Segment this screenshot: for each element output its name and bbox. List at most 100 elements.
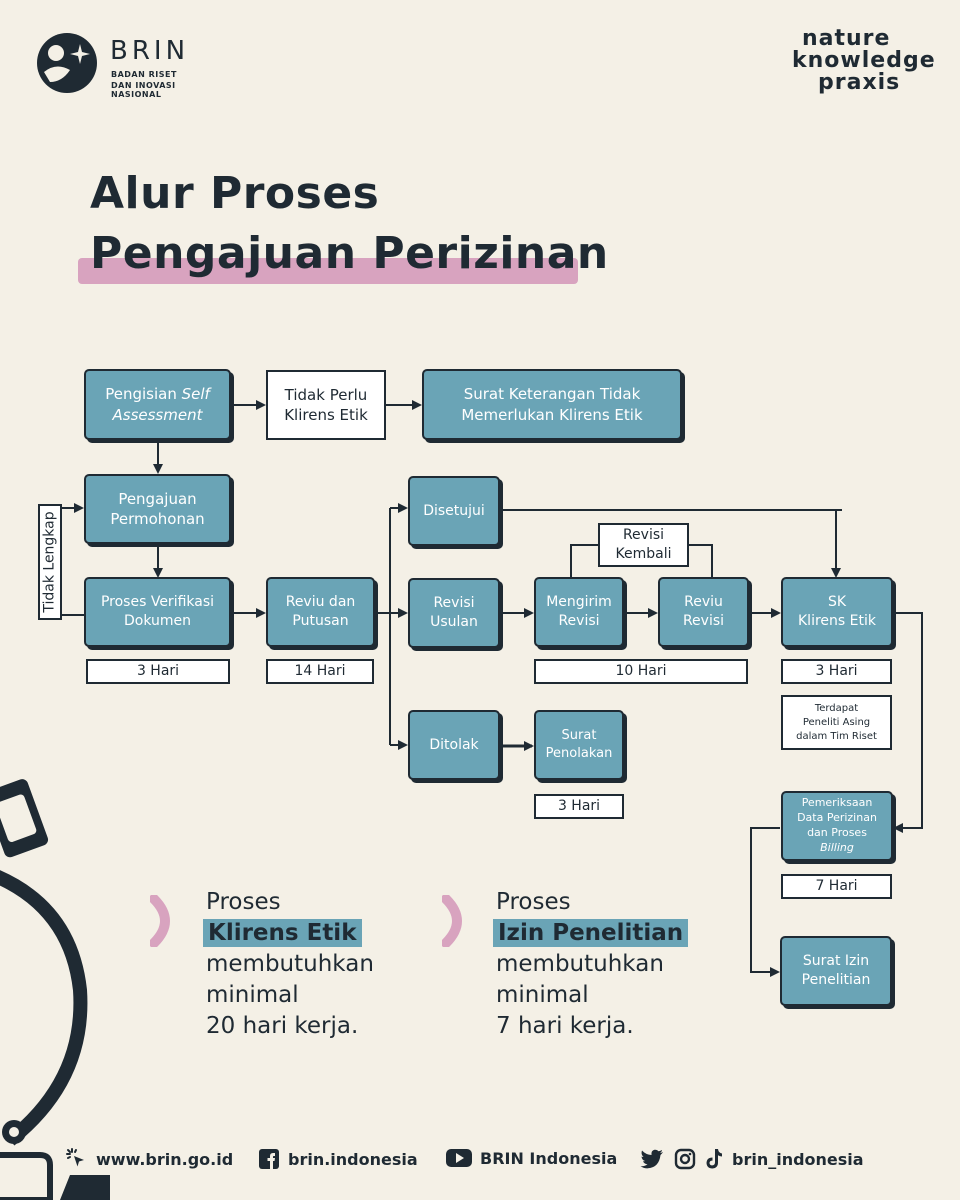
- note-right-line-4: minimal: [496, 982, 589, 1008]
- note-right-line-5: 7 hari kerja.: [496, 1013, 634, 1039]
- footer-website[interactable]: www.brin.go.id: [66, 1148, 233, 1170]
- footer-facebook-text: brin.indonesia: [288, 1149, 418, 1169]
- pemeriksaan-line-2: Data Perizinan: [797, 811, 877, 825]
- disetujui-text: Disetujui: [423, 502, 485, 519]
- box-reviu-putusan: Reviu dan Putusan: [266, 577, 375, 647]
- sk-line-2: Klirens Etik: [798, 613, 876, 629]
- tidak-perlu-line-1: Tidak Perlu: [284, 385, 368, 404]
- surat-izin-line-1: Surat Izin: [802, 953, 870, 970]
- pengajuan-line-2: Permohonan: [110, 510, 205, 528]
- instagram-icon: [674, 1148, 696, 1170]
- revisi-usulan-line-1: Revisi: [433, 595, 475, 612]
- box-revisi-kembali: Revisi Kembali: [598, 523, 689, 567]
- title-highlight: [78, 258, 578, 284]
- twitter-icon: [640, 1149, 663, 1169]
- verifikasi-line-2: Dokumen: [123, 613, 192, 629]
- box-tidak-perlu-klirens: Tidak Perlu Klirens Etik: [266, 370, 386, 440]
- days-pemeriksaan: 7 Hari: [781, 874, 892, 899]
- chevron-right-note-icon: [442, 895, 462, 947]
- facebook-icon: [259, 1149, 279, 1169]
- pemeriksaan-line-1: Pemeriksaan: [801, 796, 873, 810]
- microscope-illustration: [0, 779, 110, 1200]
- box-pemeriksaan-data: Pemeriksaan Data Perizinan dan Proses Bi…: [781, 791, 893, 861]
- note-left-line-4: minimal: [206, 982, 299, 1008]
- surat-ket-line-1: Surat Keterangan Tidak: [463, 385, 641, 404]
- note-right-highlight: Izin Penelitian: [493, 919, 689, 947]
- tidak-perlu-line-2: Klirens Etik: [284, 406, 368, 424]
- asing-line-3: dalam Tim Riset: [796, 730, 877, 742]
- self-assessment-em: Self: [181, 385, 210, 404]
- brin-logo-sub-1: BADAN RISET: [111, 70, 177, 79]
- brin-logo: BRIN BADAN RISET DAN INOVASI NASIONAL: [36, 32, 216, 99]
- verifikasi-line-1: Proses Verifikasi: [100, 594, 215, 611]
- note-left-line-5: 20 hari kerja.: [206, 1013, 359, 1039]
- box-mengirim-revisi: Mengirim Revisi: [534, 577, 624, 647]
- revisi-kembali-line-2: Kembali: [615, 546, 672, 562]
- youtube-icon: [446, 1149, 472, 1167]
- note-right-line-1: Proses: [496, 889, 571, 915]
- sk-line-1: SK: [827, 594, 847, 611]
- days-verifikasi: 3 Hari: [86, 659, 230, 684]
- self-assessment-em2: Assessment: [112, 405, 203, 424]
- box-ditolak: Ditolak: [408, 710, 500, 780]
- box-sk-klirens-etik: SK Klirens Etik: [781, 577, 893, 647]
- footer-social-text: brin_indonesia: [732, 1149, 864, 1169]
- pemeriksaan-line-3: dan Proses: [807, 826, 867, 839]
- footer-social[interactable]: brin_indonesia: [640, 1148, 864, 1170]
- loop-revisi-kembali-2: [689, 544, 713, 577]
- brand-line-1: nature: [802, 26, 891, 51]
- days-revisi: 10 Hari: [534, 659, 748, 684]
- arrowhead-pemeriksaan: [893, 823, 903, 833]
- note-left-line-1: Proses: [206, 889, 281, 915]
- loop-revisi-kembali: [570, 544, 598, 577]
- note-klirens-etik: Proses Klirens Etik membutuhkan minimal …: [203, 887, 374, 1042]
- footer-youtube[interactable]: BRIN Indonesia: [446, 1148, 617, 1168]
- note-left-highlight: Klirens Etik: [203, 919, 362, 947]
- self-assessment-pre: Pengisian: [105, 385, 182, 404]
- days-surat-penolakan: 3 Hari: [534, 794, 624, 819]
- days-sk: 3 Hari: [781, 659, 892, 684]
- note-right-line-3: membutuhkan: [496, 951, 664, 977]
- surat-penolakan-line-1: Surat: [561, 728, 597, 744]
- label-tidak-lengkap: Tidak Lengkap: [38, 504, 62, 620]
- brin-logo-icon: [37, 33, 97, 93]
- cursor-click-icon: [66, 1148, 84, 1167]
- tiktok-icon: [706, 1149, 722, 1169]
- note-left-line-3: membutuhkan: [206, 951, 374, 977]
- box-surat-izin-penelitian: Surat Izin Penelitian: [780, 936, 892, 1006]
- days-reviu-putusan: 14 Hari: [266, 659, 374, 684]
- reviu-revisi-line-2: Revisi: [682, 613, 725, 629]
- pengajuan-line-1: Pengajuan: [118, 489, 197, 508]
- footer-facebook[interactable]: brin.indonesia: [258, 1148, 418, 1170]
- line-sk-to-pemeriksaan: [893, 612, 923, 829]
- box-pengajuan-permohonan: Pengajuan Permohonan: [84, 474, 231, 544]
- box-surat-keterangan: Surat Keterangan Tidak Memerlukan Kliren…: [422, 369, 682, 440]
- title-line-1: Alur Proses: [90, 168, 380, 219]
- surat-penolakan-line-2: Penolakan: [545, 746, 613, 761]
- box-surat-penolakan: Surat Penolakan: [534, 710, 624, 780]
- title-line-2: Pengajuan Perizinan: [90, 228, 609, 279]
- note-izin-penelitian: Proses Izin Penelitian membutuhkan minim…: [493, 887, 689, 1042]
- brin-logo-sub-2: DAN INOVASI NASIONAL: [111, 81, 176, 99]
- box-reviu-revisi: Reviu Revisi: [658, 577, 749, 647]
- surat-ket-line-2: Memerlukan Klirens Etik: [461, 405, 643, 424]
- brand-logo: nature knowledge praxis: [792, 26, 942, 96]
- revisi-kembali-line-1: Revisi: [622, 527, 665, 544]
- reviu-revisi-line-1: Reviu: [684, 594, 723, 611]
- reviu-putusan-line-2: Putusan: [292, 613, 349, 629]
- box-proses-verifikasi: Proses Verifikasi Dokumen: [84, 577, 231, 647]
- brin-logo-name: BRIN: [110, 36, 190, 66]
- tidak-lengkap-text: Tidak Lengkap: [42, 511, 59, 613]
- footer-youtube-text: BRIN Indonesia: [480, 1148, 618, 1168]
- box-revisi-usulan: Revisi Usulan: [408, 578, 500, 648]
- chevron-left-note-icon: [150, 895, 170, 947]
- box-self-assessment: Pengisian Self Assessment: [84, 369, 231, 440]
- mengirim-revisi-line-1: Mengirim: [546, 594, 612, 611]
- mengirim-revisi-line-2: Revisi: [558, 613, 600, 629]
- revisi-usulan-line-2: Usulan: [430, 614, 478, 630]
- box-disetujui: Disetujui: [408, 476, 500, 546]
- brand-line-2: knowledge: [792, 48, 936, 73]
- line-pemeriksaan-to-izin: [750, 827, 780, 977]
- box-peneliti-asing: Terdapat Peneliti Asing dalam Tim Riset: [781, 695, 892, 750]
- reviu-putusan-line-1: Reviu dan: [285, 594, 356, 611]
